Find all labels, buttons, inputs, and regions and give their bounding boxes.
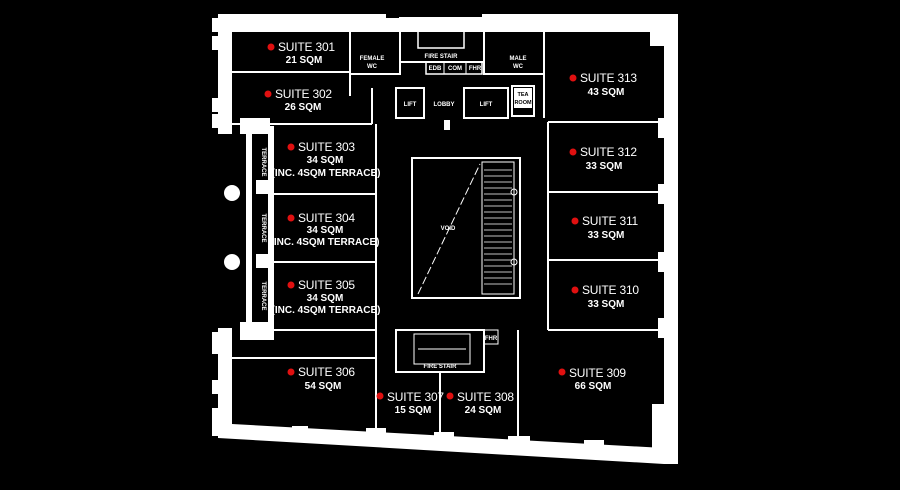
female-wc-label: WC <box>367 64 378 70</box>
suite-area: 33 SQM <box>588 299 625 310</box>
suite-area: 43 SQM <box>588 87 625 98</box>
suite-name: SUITE 309 <box>569 366 626 380</box>
suite-marker <box>267 43 275 51</box>
tea-room-label: TEA <box>518 92 529 98</box>
suite-marker <box>287 143 295 151</box>
suite-305[interactable]: SUITE 305 34 SQM (INC. 4SQM TERRACE) <box>272 278 381 316</box>
suite-name: SUITE 302 <box>275 87 332 101</box>
com-label: COM <box>448 66 462 72</box>
fhr-label: FHR <box>469 66 482 72</box>
suite-area: 21 SQM <box>286 55 323 66</box>
suite-area: 33 SQM <box>586 161 623 172</box>
suite-area: 34 SQM <box>307 225 344 236</box>
outer-walls <box>212 14 678 464</box>
suite-name: SUITE 311 <box>582 214 639 228</box>
void-label: VOID <box>441 226 456 232</box>
suite-area: 34 SQM <box>307 293 344 304</box>
suite-306[interactable]: SUITE 306 54 SQM <box>287 365 356 392</box>
lift-label: LIFT <box>404 102 417 108</box>
suite-name: SUITE 301 <box>278 40 335 54</box>
suite-309[interactable]: SUITE 309 66 SQM <box>558 366 627 392</box>
terrace-label: TERRACE <box>260 147 266 176</box>
suite-marker <box>287 214 295 222</box>
suite-312[interactable]: SUITE 312 33 SQM <box>569 145 638 172</box>
suite-marker <box>571 217 579 225</box>
suite-313[interactable]: SUITE 313 43 SQM <box>569 71 638 98</box>
edb-label: EDB <box>429 66 442 72</box>
suite-area: 24 SQM <box>465 405 502 416</box>
suite-marker <box>569 74 577 82</box>
suite-area: 34 SQM <box>307 155 344 166</box>
suite-note: (INC. 4SQM TERRACE) <box>272 168 381 179</box>
suite-name: SUITE 304 <box>298 211 355 225</box>
fire-stair-label: FIRE STAIR <box>424 364 458 370</box>
interior-walls <box>232 17 664 438</box>
suite-marker <box>287 281 295 289</box>
suite-name: SUITE 308 <box>457 390 514 404</box>
suite-307[interactable]: SUITE 307 15 SQM <box>376 390 445 416</box>
suite-name: SUITE 310 <box>582 283 639 297</box>
male-wc-label: WC <box>513 64 524 70</box>
terrace-label: TERRACE <box>260 213 266 242</box>
suite-name: SUITE 312 <box>580 145 637 159</box>
suite-name: SUITE 307 <box>387 390 444 404</box>
tea-room-label: ROOM <box>514 100 532 106</box>
suite-labels: SUITE 301 21 SQM SUITE 302 26 SQM SUITE … <box>264 40 640 416</box>
suite-marker <box>571 286 579 294</box>
room-labels: FEMALE WC MALE WC FIRE STAIR EDB COM FHR… <box>260 54 532 370</box>
suite-area: 66 SQM <box>575 381 612 392</box>
terrace-label: TERRACE <box>260 281 266 310</box>
suite-marker <box>376 392 384 400</box>
suite-303[interactable]: SUITE 303 34 SQM (INC. 4SQM TERRACE) <box>272 140 381 179</box>
suite-area: 15 SQM <box>395 405 432 416</box>
suite-marker <box>264 90 272 98</box>
lobby-label: LOBBY <box>434 102 455 108</box>
male-wc-label: MALE <box>510 56 527 62</box>
suite-310[interactable]: SUITE 310 33 SQM <box>571 283 640 310</box>
female-wc-label: FEMALE <box>360 56 385 62</box>
suite-301[interactable]: SUITE 301 21 SQM <box>267 40 336 66</box>
suite-name: SUITE 303 <box>298 140 355 154</box>
suite-name: SUITE 313 <box>580 71 637 85</box>
suite-marker <box>446 392 454 400</box>
lift-label: LIFT <box>480 102 493 108</box>
suite-marker <box>569 148 577 156</box>
suite-304[interactable]: SUITE 304 34 SQM (INC. 4SQM TERRACE) <box>271 211 380 248</box>
suite-area: 33 SQM <box>588 230 625 241</box>
suite-marker <box>558 368 566 376</box>
suite-308[interactable]: SUITE 308 24 SQM <box>446 390 515 416</box>
suite-311[interactable]: SUITE 311 33 SQM <box>571 214 639 241</box>
suite-marker <box>287 368 295 376</box>
suite-note: (INC. 4SQM TERRACE) <box>271 237 380 248</box>
fire-stair-label: FIRE STAIR <box>425 54 459 60</box>
suite-302[interactable]: SUITE 302 26 SQM <box>264 87 333 113</box>
suite-name: SUITE 306 <box>298 365 355 379</box>
suite-name: SUITE 305 <box>298 278 355 292</box>
suite-area: 54 SQM <box>305 381 342 392</box>
fhr-label: FHR <box>485 336 498 342</box>
suite-note: (INC. 4SQM TERRACE) <box>272 305 381 316</box>
suite-area: 26 SQM <box>285 102 322 113</box>
